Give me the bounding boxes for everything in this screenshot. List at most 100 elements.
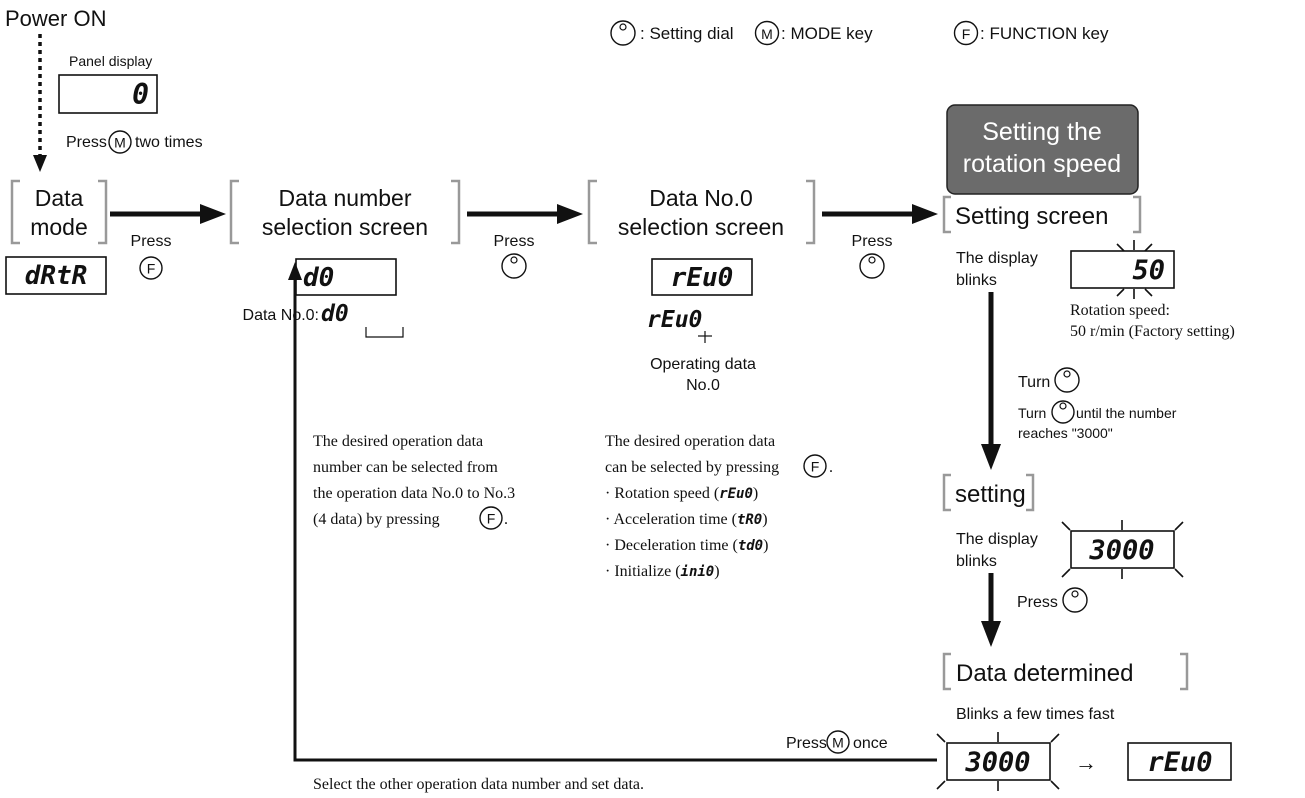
no0-screen-code: rEu0 xyxy=(647,307,702,333)
blink-mark xyxy=(1050,733,1060,743)
bracket-left xyxy=(942,473,951,512)
setting-display-box xyxy=(1070,530,1175,569)
legend-dial-text: : Setting dial xyxy=(640,24,734,43)
determined-display-left: 3000 xyxy=(964,747,1030,778)
left-note-line: The desired operation data xyxy=(313,433,483,450)
setting-screen-display: 50 xyxy=(1132,255,1165,286)
mid-note-period: . xyxy=(829,459,833,476)
bracket-right xyxy=(1133,195,1142,234)
header-line2: rotation speed xyxy=(963,150,1121,178)
number-screen-display-box xyxy=(295,258,397,296)
setting-dial-icon-dot xyxy=(1059,402,1067,410)
panel-display-label: Panel display xyxy=(69,53,152,69)
flow-arrow-5-head xyxy=(981,621,1001,647)
flow-arrow-3-head xyxy=(912,204,938,224)
data-mode-title-line2: mode xyxy=(30,214,88,240)
turn-label: Turn xyxy=(1018,374,1050,391)
no0-note-line2: No.0 xyxy=(686,377,720,394)
setting-press-label: Press xyxy=(1017,594,1058,611)
press-once-suffix: once xyxy=(853,735,888,752)
determined-arrow: → xyxy=(1075,750,1097,775)
bracket-left xyxy=(229,179,239,245)
setting-display: 3000 xyxy=(1088,535,1154,566)
no0-screen-display: rEu0 xyxy=(671,263,734,293)
power-on-arrowhead xyxy=(33,155,47,172)
data-mode-block: Data mode dRtR xyxy=(5,179,108,295)
number-screen-note-prefix: Data No.0: xyxy=(243,307,319,324)
left-note: The desired operation data number can be… xyxy=(313,433,515,530)
determined-display-right-box xyxy=(1127,742,1232,781)
no0-screen-display-box xyxy=(651,258,753,296)
flow-arrow-2-head xyxy=(557,204,583,224)
mid-note-item: · Initialize (ini0) xyxy=(605,563,720,580)
determined-title: Data determined xyxy=(956,660,1133,687)
press-label-1: Press xyxy=(131,233,172,250)
mode-key-letter: M xyxy=(761,26,773,42)
blink-mark xyxy=(1144,243,1153,252)
setting-dial-icon-dot xyxy=(868,256,876,264)
data-mode-display-box xyxy=(5,256,107,295)
setting-dial-icon-dot xyxy=(1063,370,1071,378)
flow-arrow-1-head xyxy=(200,204,226,224)
mid-note: The desired operation data can be select… xyxy=(605,433,833,580)
function-key-icon xyxy=(953,20,979,46)
blink-mark xyxy=(1144,288,1153,297)
panel-display-value: 0 xyxy=(132,78,149,111)
return-arrow-head xyxy=(288,262,302,280)
blink-marks xyxy=(1116,240,1153,299)
return-arrow xyxy=(293,278,937,762)
function-key-icon xyxy=(803,454,827,478)
number-screen-note-bracket xyxy=(365,327,404,338)
mode-key-icon xyxy=(754,20,780,46)
blink-mark xyxy=(936,733,946,743)
setting-dial-icon xyxy=(1051,400,1075,424)
setting-dial-icon xyxy=(1054,367,1080,393)
number-screen-note-code: d0 xyxy=(321,301,349,327)
function-key-icon xyxy=(479,506,503,530)
setting-dial-icon xyxy=(501,253,527,279)
blink-mark xyxy=(1061,568,1071,578)
setting-rotation-speed-header xyxy=(946,104,1139,195)
mode-key-icon xyxy=(108,130,132,154)
function-key-letter: F xyxy=(962,26,971,42)
determined-note: Blinks a few times fast xyxy=(956,706,1115,723)
left-note-period: . xyxy=(504,511,508,528)
turn-long-suffix: until the number xyxy=(1076,405,1177,421)
data-number-selection-block: Data number selection screen d0 Data No.… xyxy=(229,179,461,338)
setting-screen-display-box xyxy=(1070,250,1175,289)
press-label-3: Press xyxy=(852,233,893,250)
mid-note-line2: can be selected by pressing xyxy=(605,459,779,476)
rotation-speed-note-line2: 50 r/min (Factory setting) xyxy=(1070,323,1235,340)
no0-note-line1: Operating data xyxy=(650,356,756,373)
bracket-left xyxy=(10,179,20,245)
mode-key-letter: M xyxy=(832,735,844,751)
data-mode-title-line1: Data xyxy=(35,185,84,211)
setting-dial-icon xyxy=(1062,587,1088,613)
setting-dial-icon-dot xyxy=(619,23,627,31)
data-no0-selection-block: Data No.0 selection screen rEu0 rEu0 Ope… xyxy=(587,179,816,394)
blink-mark xyxy=(1174,568,1184,578)
function-key-letter: F xyxy=(147,261,156,277)
header-line1: Setting the xyxy=(982,118,1102,146)
function-key-letter: F xyxy=(811,459,820,475)
mid-note-line1: The desired operation data xyxy=(605,433,775,450)
setting-blink-line1: The display xyxy=(956,531,1038,548)
left-note-line: (4 data) by pressing xyxy=(313,511,440,528)
power-on-label: Power ON xyxy=(5,6,106,31)
number-screen-title-line2: selection screen xyxy=(262,214,428,240)
no0-screen-title-line2: selection screen xyxy=(618,214,784,240)
legend-mode-text: : MODE key xyxy=(781,24,873,43)
data-determined-block: Data determined Blinks a few times fast … xyxy=(936,652,1232,791)
blink-mark xyxy=(1174,521,1184,531)
blink-mark xyxy=(1116,288,1125,297)
panel-display-box xyxy=(58,74,158,114)
press-label-2: Press xyxy=(494,233,535,250)
mode-key-letter: M xyxy=(114,135,126,151)
setting-block: setting The display blinks 3000 xyxy=(942,473,1184,579)
determined-display-right: rEu0 xyxy=(1147,747,1212,778)
legend: : Setting dial M : MODE key F : FUNCTION… xyxy=(610,20,1109,46)
setting-screen-title: Setting screen xyxy=(955,203,1108,230)
blink-marks xyxy=(936,732,1060,791)
setting-dial-icon xyxy=(610,20,636,46)
